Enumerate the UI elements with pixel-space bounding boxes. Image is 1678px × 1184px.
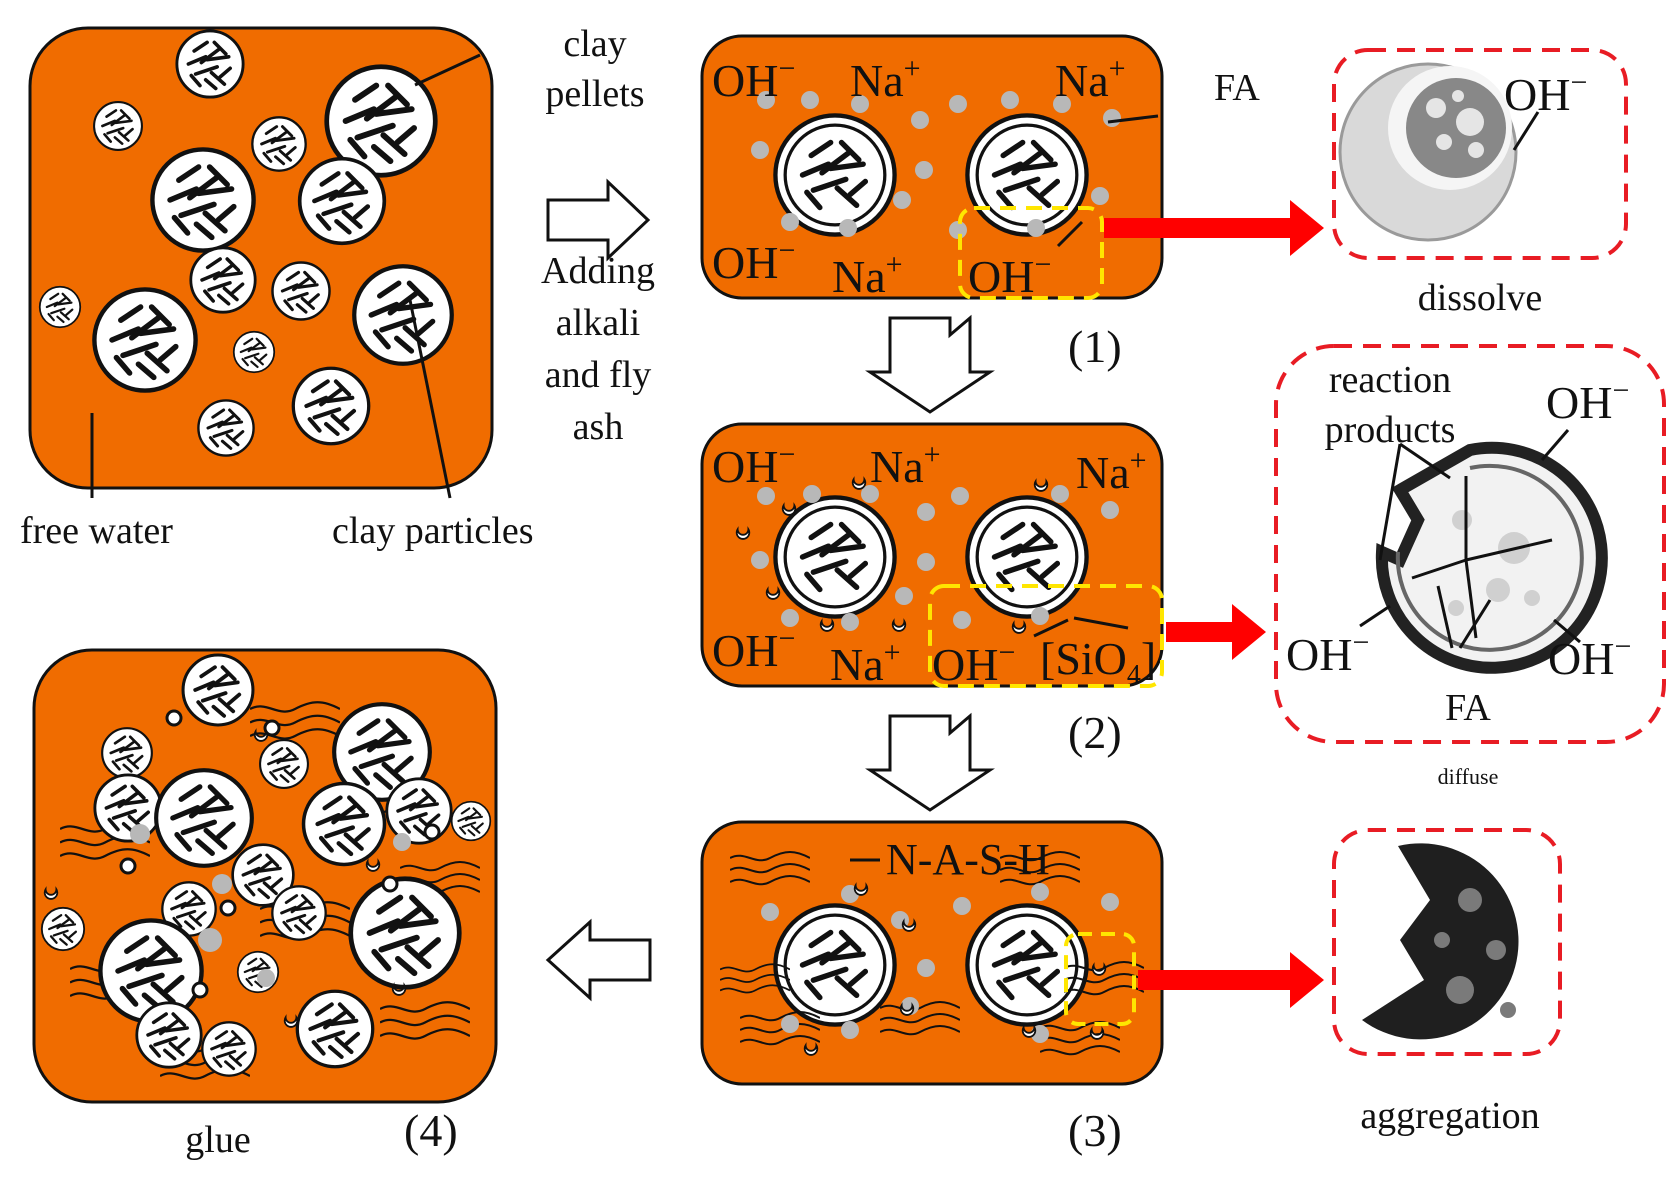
panel-step-3	[700, 820, 1164, 1086]
label-adding-line4: ash	[573, 406, 624, 448]
fa-particles-2	[751, 485, 1119, 631]
coated-pellet-right-2	[967, 497, 1086, 616]
step-label-2: (2)	[1068, 707, 1122, 758]
red-arrow-2-icon	[1166, 604, 1266, 660]
ion-na-1a: Na+	[850, 52, 921, 106]
inset-reaction	[1274, 344, 1666, 744]
inset-dissolve	[1332, 48, 1628, 260]
fa-sphere-reacting	[1375, 441, 1608, 674]
diffusion-arrows	[1359, 429, 1581, 649]
label-glue: glue	[185, 1119, 250, 1161]
panel-step-4	[32, 648, 498, 1104]
label-nash: N-A-S-H	[886, 835, 1050, 884]
arrow-left-icon	[545, 918, 652, 1002]
ion-oh-2c: OH−	[932, 636, 1015, 690]
ion-na-1b: Na+	[1055, 52, 1126, 106]
label-dissolve: dissolve	[1418, 277, 1543, 319]
ion-oh-1a: OH−	[712, 52, 795, 106]
arrow-down-1-icon	[865, 314, 995, 414]
highlight-box-1	[958, 206, 1104, 300]
panel-step-2	[700, 422, 1164, 688]
coated-pellet-right	[967, 115, 1086, 234]
diffuse-arrow-b	[1073, 616, 1129, 630]
label-adding-line2: alkali	[556, 302, 640, 344]
ion-oh-react-b: OH−	[1286, 626, 1369, 680]
label-reaction-line2: products	[1325, 409, 1456, 451]
label-diffuse: diffuse	[1438, 764, 1499, 789]
fa-particles	[751, 91, 1121, 239]
fa-leader	[1107, 114, 1159, 124]
ion-oh-react-c: OH−	[1548, 630, 1631, 684]
step-label-3: (3)	[1068, 1105, 1122, 1156]
ion-na-2b: Na+	[1076, 444, 1147, 498]
ion-na-1c: Na+	[832, 248, 903, 302]
ion-oh-dissolve: OH−	[1504, 66, 1587, 120]
label-reaction-line1: reaction	[1329, 359, 1451, 401]
fa-particles-4	[130, 824, 411, 987]
coated-pellet-left-2	[775, 497, 894, 616]
ion-oh-1c: OH−	[968, 248, 1051, 302]
label-clay-pellets-line2: pellets	[545, 73, 644, 115]
ion-sio4: [SiO4]	[1040, 633, 1156, 691]
clay-pellets-leader	[414, 53, 481, 87]
ion-na-2a: Na+	[870, 438, 941, 492]
ion-na-2c: Na+	[830, 636, 901, 690]
ion-oh-1b: OH−	[712, 234, 795, 288]
coated-pellet-right-3	[967, 905, 1086, 1024]
label-clay-pellets-line1: clay	[563, 23, 626, 65]
reaction-beads-4	[119, 709, 441, 999]
label-clay-particles: clay particles	[332, 510, 534, 552]
label-aggregation: aggregation	[1360, 1095, 1539, 1137]
panel-step-1	[700, 34, 1164, 300]
arrow-right-icon	[546, 178, 651, 262]
label-fa-mid: FA	[1445, 687, 1491, 729]
label-fa-top: FA	[1214, 67, 1260, 109]
oh-attack-arrow	[1056, 220, 1084, 248]
highlight-box-2	[928, 584, 1164, 688]
label-adding-line1: Adding	[541, 250, 655, 292]
ion-oh-react-a: OH−	[1546, 374, 1629, 428]
label-adding-line3: and fly	[545, 354, 652, 396]
oh-dissolve-leader	[1512, 111, 1540, 151]
ion-oh-2a: OH−	[712, 438, 795, 492]
clay-particles-leader	[408, 299, 452, 499]
fa-inner-ring	[1395, 463, 1584, 652]
diffuse-arrow-a	[1033, 618, 1069, 638]
red-arrow-1-icon	[1104, 200, 1324, 256]
fa-core-voids	[1426, 90, 1484, 158]
step-label-4: (4)	[404, 1105, 458, 1156]
arrow-down-2-icon	[865, 712, 995, 812]
red-arrow-3-icon	[1138, 952, 1324, 1008]
fa-aggregated-pores	[1434, 888, 1516, 1018]
panel-initial-clay	[28, 26, 494, 499]
step-label-1: (1)	[1068, 321, 1122, 372]
coated-pellet-left-3	[775, 905, 894, 1024]
inset-aggregation	[1332, 828, 1562, 1056]
highlight-box-3	[1064, 932, 1136, 1026]
ion-oh-2b: OH−	[712, 622, 795, 676]
label-free-water: free water	[20, 510, 173, 552]
